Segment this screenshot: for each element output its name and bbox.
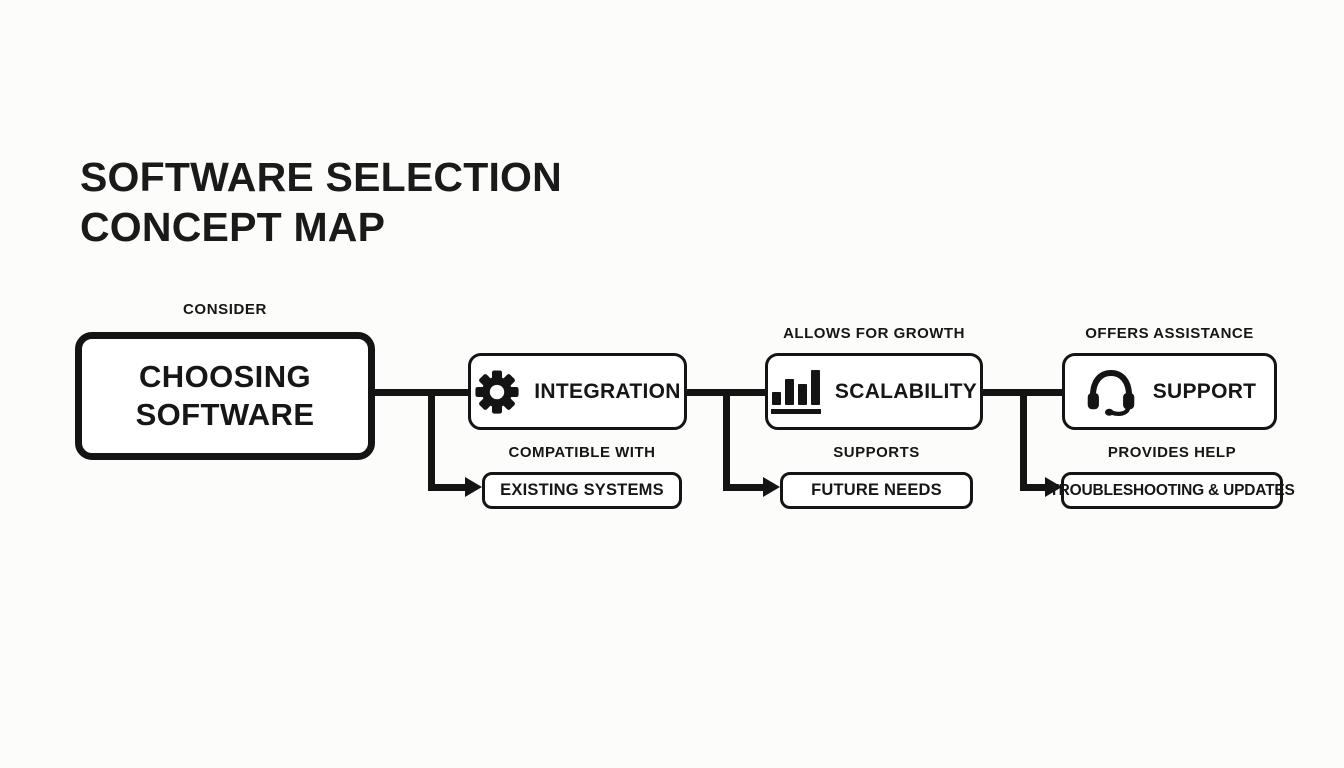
relation-label-compatible-with: COMPATIBLE WITH bbox=[508, 444, 656, 461]
gear-icon bbox=[474, 369, 520, 415]
arrowhead-troubleshooting bbox=[1045, 477, 1062, 497]
node-integration: INTEGRATION bbox=[468, 353, 687, 430]
node-choosing-software-line1: CHOOSING bbox=[139, 359, 311, 394]
connector-branch-integration-horizontal bbox=[428, 484, 467, 491]
connector-branch-support-vertical bbox=[1020, 389, 1027, 491]
node-future-needs: FUTURE NEEDS bbox=[780, 472, 973, 509]
relation-label-provides-help: PROVIDES HELP bbox=[1107, 444, 1237, 461]
node-existing-systems: EXISTING SYSTEMS bbox=[482, 472, 682, 509]
node-choosing-software: CHOOSING SOFTWARE bbox=[75, 332, 375, 460]
node-existing-systems-label: EXISTING SYSTEMS bbox=[500, 481, 664, 499]
node-future-needs-label: FUTURE NEEDS bbox=[811, 481, 942, 499]
page-title-line2: CONCEPT MAP bbox=[80, 204, 386, 250]
connector-branch-integration-vertical bbox=[428, 389, 435, 491]
arrowhead-future-needs bbox=[763, 477, 780, 497]
page-title-line1: SOFTWARE SELECTION bbox=[80, 154, 562, 200]
arrowhead-existing-systems bbox=[465, 477, 482, 497]
headset-icon bbox=[1083, 367, 1139, 417]
node-support: SUPPORT bbox=[1062, 353, 1277, 430]
relation-label-offers-assistance: OFFERS ASSISTANCE bbox=[1085, 325, 1254, 342]
node-choosing-software-line2: SOFTWARE bbox=[135, 397, 315, 432]
root-relation-label: CONSIDER bbox=[183, 301, 267, 318]
connector-root-to-integration bbox=[375, 389, 468, 396]
node-integration-label: INTEGRATION bbox=[534, 379, 681, 403]
node-troubleshooting-updates-label: TROUBLESHOOTING & UPDATES bbox=[1049, 481, 1295, 499]
page-title: SOFTWARE SELECTION CONCEPT MAP bbox=[80, 152, 562, 252]
connector-branch-scalability-horizontal bbox=[723, 484, 765, 491]
connector-branch-scalability-vertical bbox=[723, 389, 730, 491]
node-support-label: SUPPORT bbox=[1152, 379, 1257, 403]
node-troubleshooting-updates: TROUBLESHOOTING & UPDATES bbox=[1049, 472, 1295, 509]
node-scalability: SCALABILITY bbox=[765, 353, 983, 430]
relation-label-allows-for-growth: ALLOWS FOR GROWTH bbox=[783, 325, 965, 342]
bar-chart-icon bbox=[770, 369, 821, 414]
relation-label-supports: SUPPORTS bbox=[833, 444, 920, 461]
connector-branch-support-horizontal bbox=[1020, 484, 1047, 491]
node-scalability-label: SCALABILITY bbox=[834, 379, 978, 403]
